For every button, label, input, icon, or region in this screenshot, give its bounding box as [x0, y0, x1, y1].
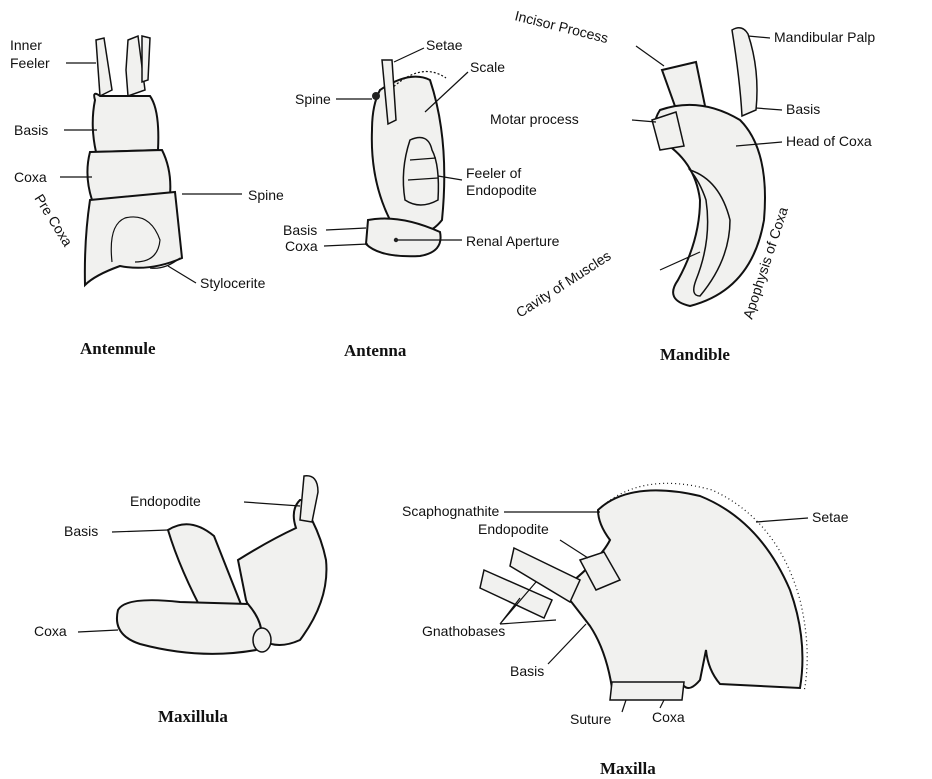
label-renal-aperture: Renal Aperture — [466, 233, 560, 249]
label-maxillula-basis: Basis — [64, 523, 98, 539]
maxillula-joint — [253, 628, 271, 652]
antenna-spine-mark — [372, 92, 380, 100]
leader-maxilla-basis — [548, 624, 586, 664]
label-antenna-scale: Scale — [470, 59, 505, 75]
label-cavity-of-muscles: Cavity of Muscles — [513, 247, 614, 320]
caption-maxillula: Maxillula — [158, 707, 228, 726]
label-scaphognathite: Scaphognathite — [402, 503, 500, 519]
label-antennule-spine: Spine — [248, 187, 284, 203]
leader-antenna-basis — [326, 228, 366, 230]
leader-antenna-setae — [394, 48, 424, 62]
label-inner-feeler-2: Feeler — [10, 55, 50, 71]
label-mandible-basis: Basis — [786, 101, 820, 117]
label-antenna-basis: Basis — [283, 222, 317, 238]
mandibular-palp — [732, 28, 757, 116]
antennule-drawing — [85, 36, 182, 285]
antennule-basis — [93, 94, 159, 152]
label-antennule-coxa: Coxa — [14, 169, 47, 185]
mandible-drawing — [652, 28, 765, 306]
leader-maxillula-endopodite — [244, 502, 300, 506]
leader-mandible-basis — [756, 108, 782, 110]
caption-antennule: Antennule — [80, 339, 156, 358]
caption-maxilla: Maxilla — [600, 759, 656, 778]
label-maxilla-endopodite: Endopodite — [478, 521, 549, 537]
caption-antenna: Antenna — [344, 341, 407, 360]
antenna-renal-dot — [394, 238, 398, 242]
antennule-coxa — [87, 150, 170, 200]
label-incisor-process: Incisor Process — [513, 7, 610, 46]
label-suture: Suture — [570, 711, 611, 727]
maxillula-coxa — [117, 600, 262, 654]
mandible-labels: Incisor Process Mandibular Palp Basis Mo… — [490, 7, 875, 364]
maxillula-endopodite-tip — [300, 476, 318, 522]
label-motar-process: Motar process — [490, 111, 579, 127]
antennule-feeler-tip — [142, 36, 150, 82]
label-head-of-coxa: Head of Coxa — [786, 133, 872, 149]
label-antennule-basis: Basis — [14, 122, 48, 138]
leader-stylocerite — [168, 266, 196, 283]
antenna-drawing — [366, 60, 446, 256]
label-stylocerite: Stylocerite — [200, 275, 266, 291]
maxilla-coxa-base — [610, 682, 684, 700]
label-maxilla-setae: Setae — [812, 509, 849, 525]
leader-incisor — [636, 46, 664, 66]
antennule-precoxa — [85, 192, 182, 285]
label-feeler-1: Feeler of — [466, 165, 521, 181]
caption-mandible: Mandible — [660, 345, 730, 364]
label-antenna-spine: Spine — [295, 91, 331, 107]
label-mandibular-palp: Mandibular Palp — [774, 29, 875, 45]
label-maxilla-basis: Basis — [510, 663, 544, 679]
label-antenna-setae: Setae — [426, 37, 463, 53]
label-inner-feeler-1: Inner — [10, 37, 42, 53]
label-pre-coxa: Pre Coxa — [31, 191, 76, 249]
leader-maxilla-endopodite — [560, 540, 588, 558]
leader-maxillula-basis — [112, 530, 168, 532]
antennule-outer-feeler — [96, 38, 112, 96]
leader-antenna-coxa — [324, 244, 368, 246]
leader-maxillula-coxa — [78, 630, 118, 632]
label-feeler-2: Endopodite — [466, 182, 537, 198]
label-maxilla-coxa: Coxa — [652, 709, 685, 725]
leader-maxilla-coxa — [660, 700, 664, 708]
label-maxillula-endopodite: Endopodite — [130, 493, 201, 509]
label-gnathobases: Gnathobases — [422, 623, 505, 639]
leader-palp — [748, 36, 770, 38]
leader-suture — [622, 700, 626, 712]
label-antenna-coxa: Coxa — [285, 238, 318, 254]
label-maxillula-coxa: Coxa — [34, 623, 67, 639]
leader-maxilla-setae — [756, 518, 808, 522]
